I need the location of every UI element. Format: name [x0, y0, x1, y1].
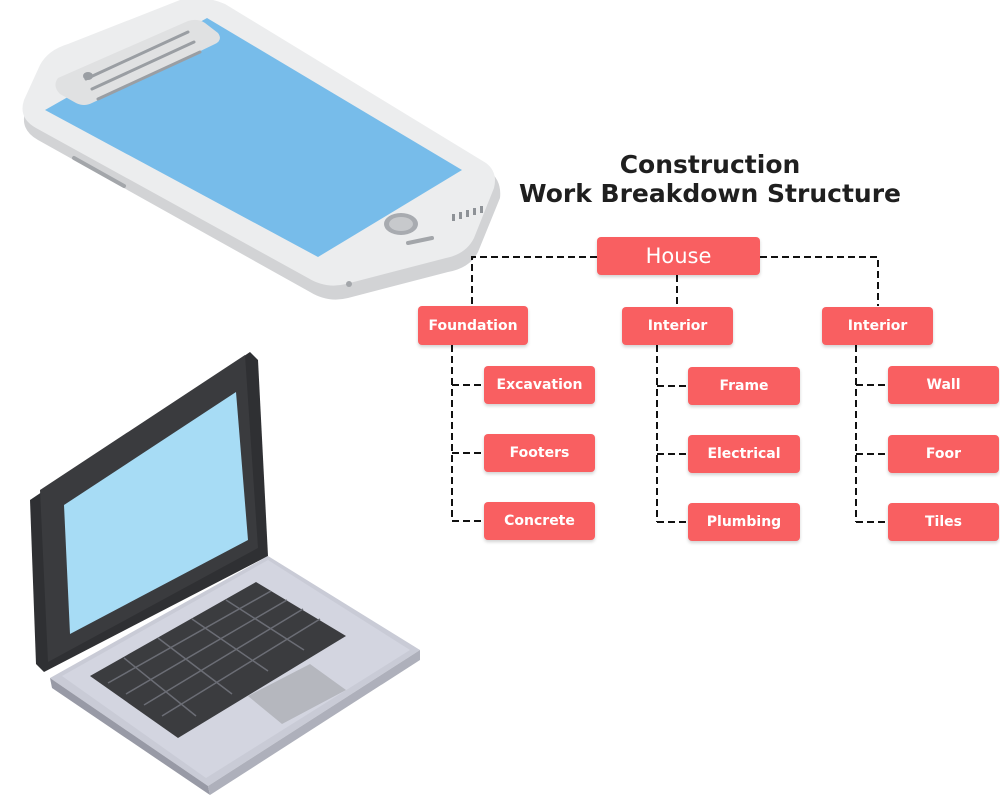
wbs-root-node: House: [597, 237, 760, 275]
wbs-leaf-node: Wall: [888, 366, 999, 404]
wbs-leaf-node: Foor: [888, 435, 999, 473]
connector-branch-2: [656, 345, 688, 523]
title-line-1: Construction: [619, 150, 801, 179]
connector-root-right: [760, 256, 879, 306]
wbs-branch-node: Interior: [622, 307, 733, 345]
connector-root-left: [471, 256, 597, 306]
wbs-leaf-node: Electrical: [688, 435, 800, 473]
wbs-leaf-node: Plumbing: [688, 503, 800, 541]
wbs-leaf-node: Footers: [484, 434, 595, 472]
connector-branch-3: [855, 345, 888, 523]
wbs-branch-node: Interior: [822, 307, 933, 345]
connector-branch-1: [451, 345, 484, 522]
diagram-title: Construction Work Breakdown Structure: [480, 150, 940, 208]
wbs-leaf-node: Concrete: [484, 502, 595, 540]
wbs-leaf-node: Frame: [688, 367, 800, 405]
wbs-leaf-node: Excavation: [484, 366, 595, 404]
laptop-illustration: [30, 352, 420, 795]
wbs-leaf-node: Tiles: [888, 503, 999, 541]
wbs-branch-node: Foundation: [418, 306, 528, 345]
title-line-2: Work Breakdown Structure: [519, 179, 901, 208]
smartphone-illustration: [22, 0, 501, 300]
